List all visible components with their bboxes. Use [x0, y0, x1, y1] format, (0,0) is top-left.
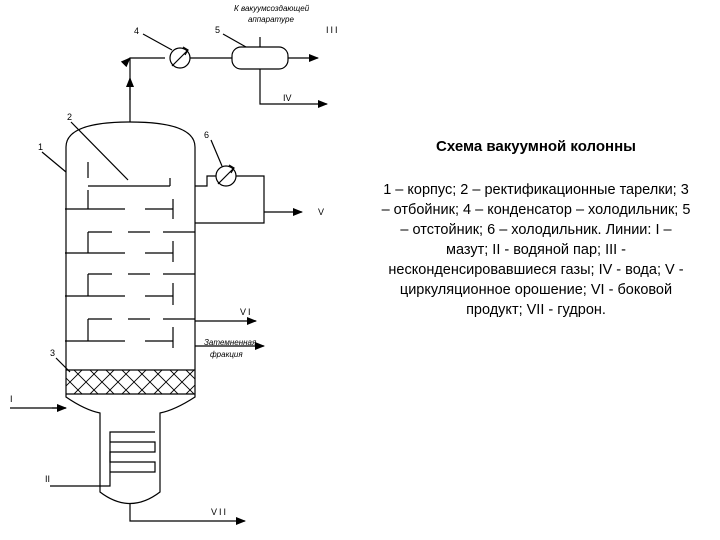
caption-legend: 1 – корпус; 2 – ректификационные тарелки…: [381, 182, 691, 318]
label-line-v: V: [318, 207, 324, 217]
label-6-cooler: 6: [204, 130, 209, 140]
label-line-ii: II: [45, 474, 50, 484]
line-iv: [259, 69, 328, 108]
rectification-trays: [65, 162, 195, 348]
label-line-i: I: [10, 394, 13, 404]
vacuum-note-line1: К вакуумсоздающей: [234, 4, 310, 13]
label-line-iv: IV: [283, 93, 292, 103]
caption-block: Схема вакуумной колонны 1 – корпус; 2 – …: [378, 138, 694, 320]
condenser-cooler: [169, 46, 191, 69]
overhead-vapour-line: [120, 57, 165, 122]
label-line-vi: VI: [240, 307, 253, 317]
column-shell: [65, 121, 196, 504]
fraction-note-line2: фракция: [210, 350, 243, 359]
label-5-separator: 5: [215, 25, 220, 35]
fraction-note-line1: Затемненная: [204, 338, 257, 347]
label-1-shell: 1: [38, 142, 43, 152]
line-vii-bottoms: [129, 504, 246, 525]
vacuum-note-line2: аппаратуре: [248, 15, 294, 24]
caption-title: Схема вакуумной колонны: [436, 138, 636, 155]
label-line-iii: III: [326, 25, 340, 35]
reflux-cooler: [215, 164, 237, 187]
label-2-trays: 2: [67, 112, 72, 122]
label-4-condenser: 4: [134, 26, 139, 36]
label-line-vii: VII: [211, 507, 228, 517]
label-3-demister: 3: [50, 348, 55, 358]
separator-drum: [231, 46, 289, 70]
demister-mesh: [66, 369, 195, 395]
steam-coil: [50, 431, 156, 487]
